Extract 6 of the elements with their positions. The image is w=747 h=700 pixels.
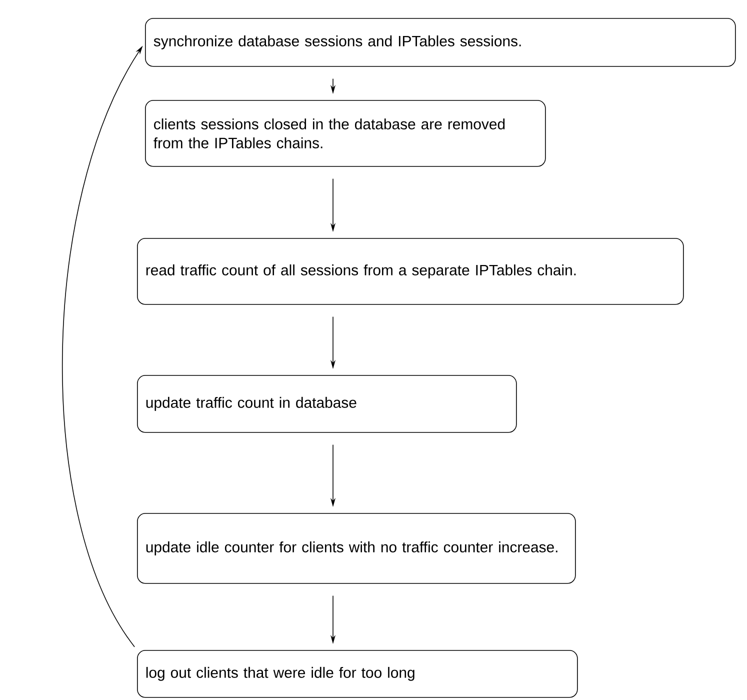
- process-box: log out clients that were idle for too long: [137, 650, 578, 698]
- process-box: update traffic count in database: [137, 375, 517, 433]
- process-box: update idle counter for clients with no traffic counter increase.: [137, 513, 576, 584]
- process-box: synchronize database sessions and IPTables sessions.: [145, 18, 736, 67]
- process-box: read traffic count of all sessions from a separate IPTables chain.: [137, 238, 684, 305]
- process-box: clients sessions closed in the database are removed from the IPTables chains.: [145, 100, 546, 167]
